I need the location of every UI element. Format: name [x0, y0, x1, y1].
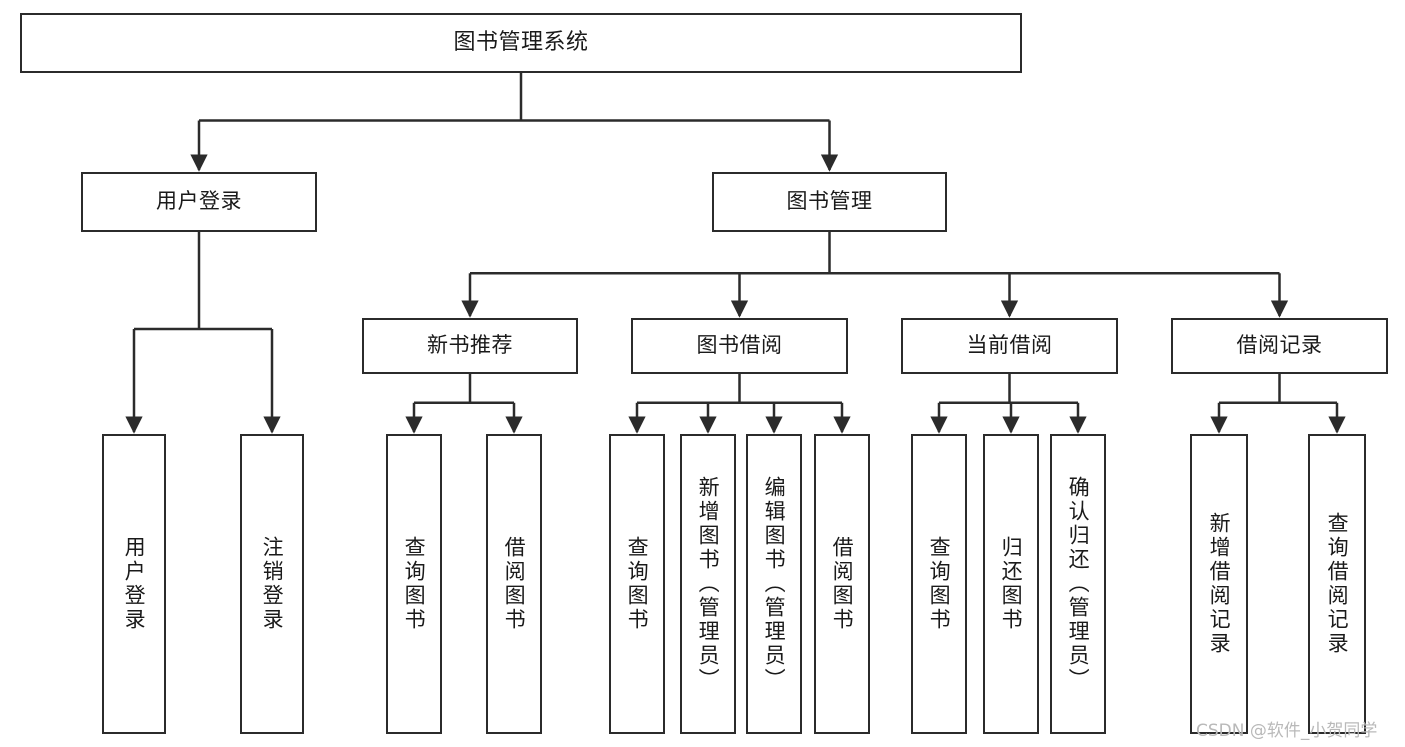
node-root[interactable]: 图书管理系统: [20, 13, 1022, 73]
node-label: 用户登录: [156, 189, 242, 214]
node-label: 查询图书: [402, 536, 427, 632]
node-label: 查询借阅记录: [1325, 512, 1350, 656]
node-current-borrow[interactable]: 当前借阅: [901, 318, 1118, 374]
csdn-watermark: CSDN @软件_小贺同学: [1196, 721, 1378, 741]
node-label: 新书推荐: [427, 333, 513, 358]
node-label: 新增借阅记录: [1207, 512, 1232, 656]
node-user-login[interactable]: 用户登录: [81, 172, 317, 232]
node-new-book-recommend[interactable]: 新书推荐: [362, 318, 578, 374]
node-leaf-borrow-book-rec[interactable]: 借阅图书: [486, 434, 542, 734]
node-label: 查询图书: [625, 536, 650, 632]
node-leaf-add-borrow-record[interactable]: 新增借阅记录: [1190, 434, 1248, 734]
node-label: 查询图书: [927, 536, 952, 632]
node-label: 借阅图书: [502, 536, 527, 632]
node-book-manage[interactable]: 图书管理: [712, 172, 947, 232]
node-label: 借阅记录: [1236, 333, 1323, 358]
node-label: 图书借阅: [696, 333, 783, 358]
node-label: 借阅图书: [830, 536, 855, 632]
node-label: 用户登录: [122, 536, 147, 632]
node-label: 归还图书: [999, 536, 1024, 632]
node-label: 图书管理: [786, 189, 873, 214]
node-borrow-record[interactable]: 借阅记录: [1171, 318, 1388, 374]
node-leaf-borrow-book[interactable]: 借阅图书: [814, 434, 870, 734]
node-leaf-user-login[interactable]: 用户登录: [102, 434, 166, 734]
node-label: 当前借阅: [966, 333, 1053, 358]
node-leaf-query-book-borrow[interactable]: 查询图书: [609, 434, 665, 734]
node-leaf-query-book-rec[interactable]: 查询图书: [386, 434, 442, 734]
node-leaf-user-logout[interactable]: 注销登录: [240, 434, 304, 734]
node-leaf-query-book-current[interactable]: 查询图书: [911, 434, 967, 734]
node-label: 确认归还（管理员）: [1066, 476, 1091, 692]
node-label: 新增图书（管理员）: [696, 476, 721, 692]
node-label: 编辑图书（管理员）: [762, 476, 787, 692]
node-label: 图书管理系统: [453, 29, 589, 55]
node-label: 注销登录: [260, 536, 285, 632]
node-leaf-edit-book-admin[interactable]: 编辑图书（管理员）: [746, 434, 802, 734]
node-leaf-return-book[interactable]: 归还图书: [983, 434, 1039, 734]
node-leaf-query-borrow-record[interactable]: 查询借阅记录: [1308, 434, 1366, 734]
node-leaf-add-book-admin[interactable]: 新增图书（管理员）: [680, 434, 736, 734]
node-book-borrow[interactable]: 图书借阅: [631, 318, 848, 374]
node-leaf-confirm-return[interactable]: 确认归还（管理员）: [1050, 434, 1106, 734]
